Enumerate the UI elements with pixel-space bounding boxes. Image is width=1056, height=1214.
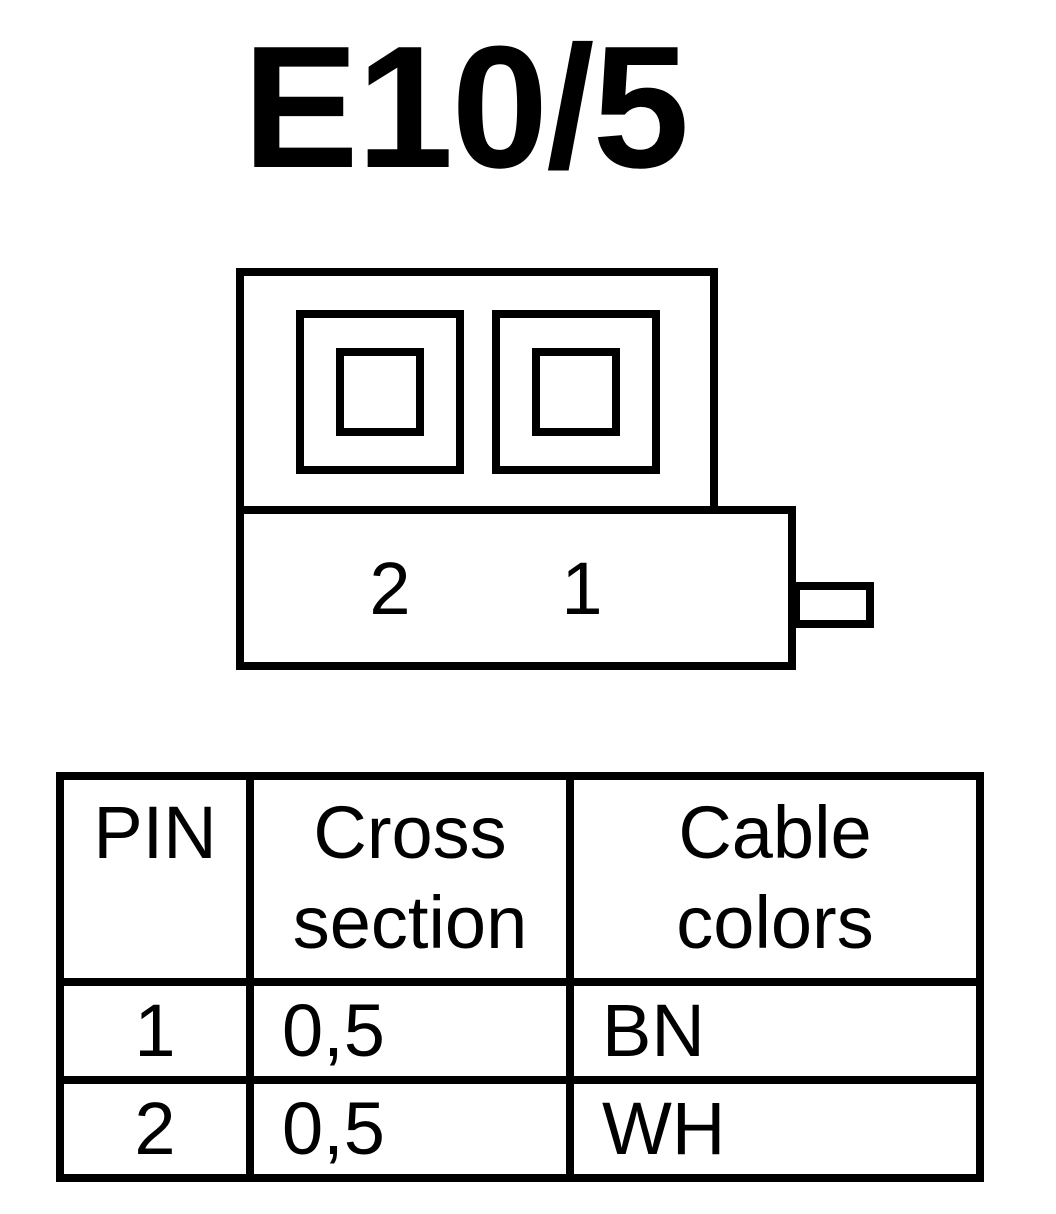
cavity-inner-right xyxy=(532,348,620,436)
header-cable-colors-line-2: colors xyxy=(676,881,874,964)
cavity-inner-left xyxy=(336,348,424,436)
table-row: 1 0,5 BN xyxy=(56,978,984,1084)
header-cross-section: Cross section xyxy=(246,772,574,986)
header-pin: PIN xyxy=(56,772,254,986)
header-cable-colors: Cable colors xyxy=(566,772,984,986)
header-cross-section-line-1: Cross xyxy=(313,791,507,874)
header-cable-colors-line-1: Cable xyxy=(678,791,872,874)
connector-diagram: 2 1 xyxy=(236,268,874,670)
cell-pin: 2 xyxy=(56,1076,254,1182)
cell-cable-color: WH xyxy=(566,1076,984,1182)
cell-cross-section: 0,5 xyxy=(246,1076,574,1182)
pin-label-1: 1 xyxy=(561,547,602,630)
header-pin-label: PIN xyxy=(93,791,217,874)
header-cross-section-line-2: section xyxy=(292,881,528,964)
connector-title: E10/5 xyxy=(242,9,690,204)
cavity-outer-left xyxy=(296,310,464,474)
cell-pin: 1 xyxy=(56,978,254,1084)
table-row: 2 0,5 WH xyxy=(56,1076,984,1182)
table-header-row: PIN Cross section Cable colors xyxy=(56,772,984,986)
pin-assignment-table: PIN Cross section Cable colors 1 0,5 BN … xyxy=(56,772,984,1182)
cell-cable-color: BN xyxy=(566,978,984,1084)
cell-cross-section: 0,5 xyxy=(246,978,574,1084)
cavity-outer-right xyxy=(492,310,660,474)
pin-label-2: 2 xyxy=(369,547,410,630)
locking-tab xyxy=(792,582,874,628)
